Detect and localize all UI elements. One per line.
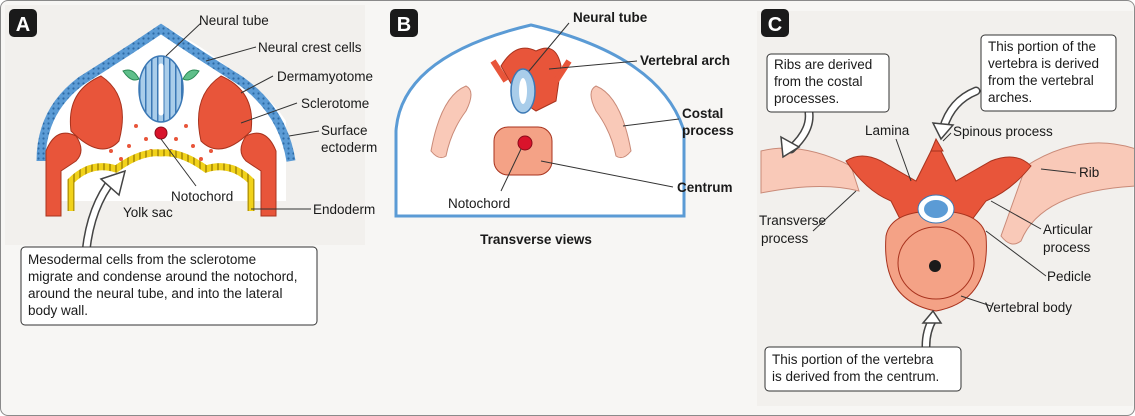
somite-left bbox=[69, 75, 123, 150]
neural-crest-right bbox=[182, 69, 200, 81]
callout-ribs-line-2: from the costal bbox=[774, 74, 863, 89]
label-notochord-a: Notochord bbox=[171, 189, 233, 204]
badge-b-text: B bbox=[397, 14, 411, 36]
label-spinous-process: Spinous process bbox=[953, 124, 1053, 139]
label-lamina: Lamina bbox=[865, 123, 910, 138]
callout-arch-line-2: vertebra is derived bbox=[988, 56, 1099, 71]
callout-arch-line-1: This portion of the bbox=[988, 39, 1096, 54]
label-notochord-b: Notochord bbox=[448, 196, 510, 211]
panel-c: C Ribs are derived from the costal proce… bbox=[757, 9, 1134, 406]
badge-a bbox=[9, 9, 37, 37]
badge-b bbox=[390, 9, 418, 37]
callout-centrum-line-2: is derived from the centrum. bbox=[772, 369, 939, 384]
embryo-outline-b bbox=[394, 23, 686, 218]
label-endoderm: Endoderm bbox=[313, 202, 375, 217]
panel-c-leaders bbox=[812, 132, 1077, 307]
label-transverse-1: Transverse bbox=[759, 213, 826, 228]
label-costal-2: process bbox=[682, 123, 734, 138]
label-rib: Rib bbox=[1079, 165, 1099, 180]
costal-process-left bbox=[430, 85, 472, 159]
label-costal-1: Costal bbox=[682, 106, 723, 121]
notochord-a bbox=[154, 126, 168, 140]
neural-crest-left bbox=[122, 69, 140, 81]
badge-c bbox=[761, 9, 789, 37]
callout-a-line-4: body wall. bbox=[28, 303, 88, 318]
endoderm-layer bbox=[67, 149, 255, 211]
panel-a-leaders bbox=[160, 22, 320, 210]
panel-b: B Neural tube Vertebral arch Costal proc… bbox=[390, 9, 734, 247]
badge-a-text: A bbox=[16, 14, 30, 36]
callout-arch-line-3: from the vertebral bbox=[988, 73, 1094, 88]
spinal-cord bbox=[924, 200, 948, 218]
costal-process-right bbox=[590, 85, 632, 159]
label-pedicle: Pedicle bbox=[1047, 269, 1091, 284]
label-sclerotome: Sclerotome bbox=[301, 96, 369, 111]
label-neural-tube-b: Neural tube bbox=[573, 10, 648, 25]
vertebral-arch-c bbox=[845, 139, 1032, 222]
centrum-b bbox=[493, 126, 553, 176]
label-surface-ectoderm-2: ectoderm bbox=[321, 140, 377, 155]
caption-transverse-views: Transverse views bbox=[480, 232, 592, 247]
notochord-b bbox=[517, 135, 533, 151]
body-wall-right bbox=[240, 132, 277, 217]
callout-centrum-box bbox=[764, 346, 962, 392]
label-surface-ectoderm-1: Surface bbox=[321, 123, 368, 138]
callout-arch-line-4: arches. bbox=[988, 90, 1032, 105]
callout-a-arrow-head bbox=[99, 169, 127, 197]
spinous-process bbox=[930, 137, 944, 152]
callout-a-line-3: around the neural tube, and into the lat… bbox=[28, 286, 282, 301]
label-vertebral-body: Vertebral body bbox=[985, 300, 1072, 315]
label-vertebral-arch: Vertebral arch bbox=[640, 53, 730, 68]
callout-ribs-line-3: processes. bbox=[774, 91, 839, 106]
notochord-remnant bbox=[929, 260, 941, 272]
callout-centrum-line-1: This portion of the vertebra bbox=[772, 352, 934, 367]
callout-a-box bbox=[20, 246, 318, 326]
callout-a-line-2: migrate and condense around the notochor… bbox=[28, 269, 297, 284]
label-articular-2: process bbox=[1043, 240, 1091, 255]
badge-c-text: C bbox=[768, 14, 782, 36]
label-yolk-sac: Yolk sac bbox=[123, 205, 173, 220]
surface-ectoderm bbox=[36, 23, 296, 162]
panel-a: A Neural tube Neural crest cells Dermamy… bbox=[5, 5, 377, 326]
rib-right bbox=[1000, 142, 1134, 245]
callout-ribs-box bbox=[766, 53, 890, 113]
label-dermamyotome: Dermamyotome bbox=[277, 69, 373, 84]
label-neural-tube-a: Neural tube bbox=[199, 13, 269, 28]
body-wall-left bbox=[45, 132, 82, 217]
panel-b-leaders bbox=[500, 22, 680, 192]
label-transverse-2: process bbox=[761, 231, 809, 246]
label-neural-crest: Neural crest cells bbox=[258, 40, 362, 55]
callout-ribs-line-1: Ribs are derived bbox=[774, 57, 872, 72]
somite-right bbox=[198, 75, 253, 150]
callout-a-line-1: Mesodermal cells from the sclerotome bbox=[28, 252, 256, 267]
label-articular-1: Articular bbox=[1043, 222, 1093, 237]
callout-arch-box bbox=[980, 34, 1117, 112]
label-centrum: Centrum bbox=[677, 180, 733, 195]
